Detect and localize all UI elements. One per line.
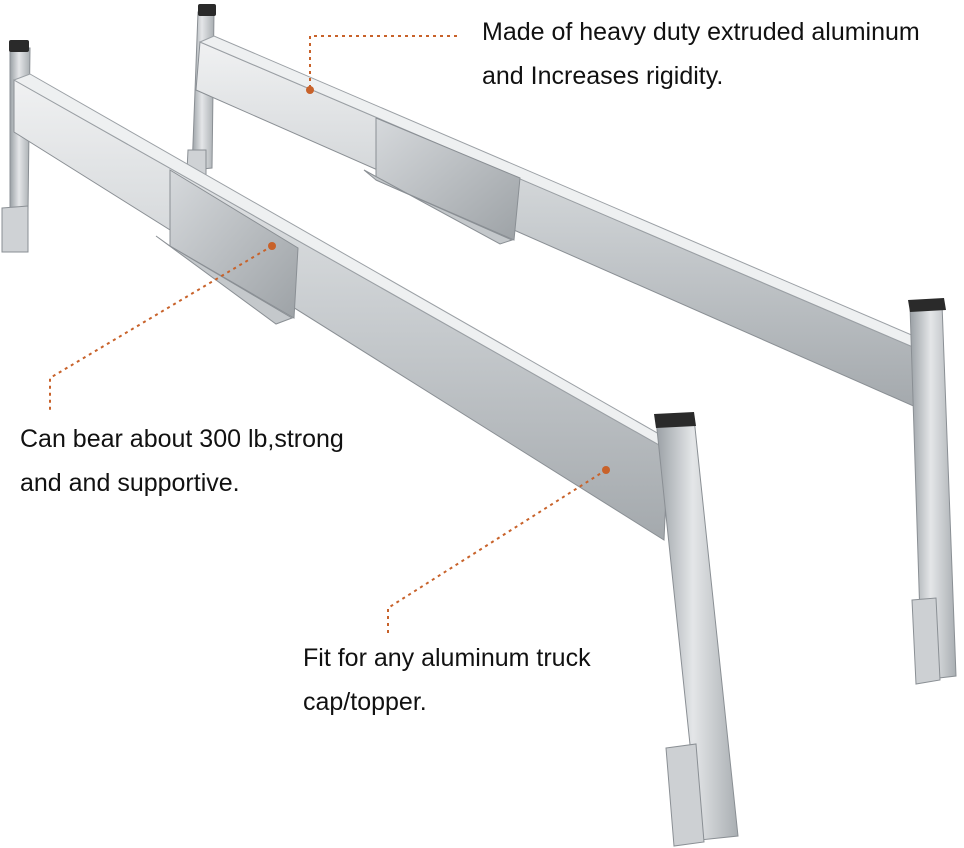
rear-bracket — [375, 117, 521, 241]
front-bracket — [169, 169, 299, 319]
callout-material: Made of heavy duty extruded aluminum and… — [482, 10, 920, 98]
front-right-foot — [665, 743, 705, 847]
leader-line-top — [309, 35, 460, 88]
leader-line-bottom — [387, 469, 607, 636]
leader-dot-left — [268, 242, 276, 250]
callout-fitment: Fit for any aluminum truck cap/topper. — [303, 636, 591, 724]
callout-material-line2: and Increases rigidity. — [482, 62, 724, 90]
front-bracket-flange — [155, 235, 294, 325]
front-right-cap — [654, 412, 696, 428]
leader-dot-top — [306, 86, 314, 94]
callout-fitment-line1: Fit for any aluminum truck — [303, 644, 591, 672]
rear-left-cap — [198, 4, 216, 16]
front-left-foot — [1, 205, 29, 253]
callout-load-capacity: Can bear about 300 lb,strong and and sup… — [20, 417, 344, 505]
rear-right-foot — [911, 597, 941, 685]
leader-lines — [49, 35, 610, 636]
front-crossbar — [1, 40, 739, 847]
callout-material-line1: Made of heavy duty extruded aluminum — [482, 18, 920, 46]
rear-right-cap — [908, 298, 946, 312]
rear-bracket-flange — [363, 169, 514, 245]
leader-dot-bottom — [602, 466, 610, 474]
callout-load-capacity-line1: Can bear about 300 lb,strong — [20, 425, 344, 453]
callout-fitment-line2: cap/topper. — [303, 688, 427, 716]
front-left-cap — [9, 40, 29, 52]
rear-crossbar — [185, 4, 957, 685]
callout-load-capacity-line2: and and supportive. — [20, 469, 240, 497]
leader-line-left — [49, 245, 273, 412]
